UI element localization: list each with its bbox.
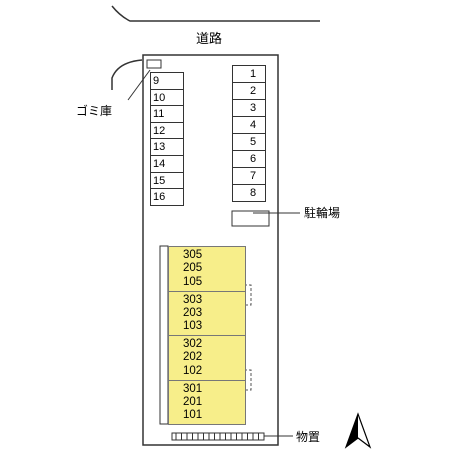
- parking-left-slot-number: 14: [153, 158, 166, 170]
- parking-left-slot-number: 16: [153, 191, 166, 204]
- parking-left-slot-number: 9: [153, 75, 160, 87]
- unit-number: 103: [183, 320, 203, 333]
- parking-left-slot-number: 11: [153, 108, 165, 121]
- parking-right-slot: 1: [232, 65, 266, 83]
- parking-right-slot-number: 7: [249, 170, 257, 182]
- parking-right-slot-number: 8: [249, 187, 257, 199]
- road-label: 道路: [196, 32, 223, 47]
- unit-number: 201: [183, 395, 203, 408]
- parking-right-slot: 2: [232, 82, 266, 100]
- parking-left-slot-number: 12: [153, 124, 166, 137]
- unit-number: 205: [183, 262, 203, 275]
- bicycle-parking-label: 駐輪場: [304, 206, 341, 220]
- unit-number: 102: [183, 364, 203, 377]
- storage-box: [171, 432, 265, 441]
- parking-right-slot: 4: [232, 116, 266, 134]
- parking-right-slot-number: 5: [249, 136, 257, 148]
- unit-number: 303: [183, 293, 203, 306]
- parking-right-slot: 5: [232, 133, 266, 151]
- road-edge-line: [111, 5, 320, 22]
- parking-right-slot-number: 6: [249, 153, 257, 165]
- parking-left-slot: 14: [150, 155, 184, 173]
- parking-right-slot-number: 3: [249, 102, 257, 114]
- garbage-label: ゴミ庫: [76, 104, 113, 118]
- storage-label: 物置: [296, 430, 321, 444]
- parking-left-slot: 15: [150, 171, 184, 190]
- unit-number: 301: [183, 382, 203, 395]
- parking-left-slot: 10: [150, 88, 184, 107]
- parking-left-slot-number: 15: [153, 174, 166, 187]
- building-wall: [159, 245, 169, 425]
- parking-right-slot-number: 2: [249, 85, 257, 97]
- unit-number: 302: [183, 338, 203, 350]
- lot-boundary: [142, 54, 279, 446]
- unit-number: 202: [183, 351, 203, 364]
- parking-right-slot: 8: [232, 184, 266, 202]
- parking-left-slot: 13: [150, 138, 184, 156]
- garbage-leader-line: [127, 69, 151, 101]
- parking-right-slot: 6: [232, 150, 266, 168]
- parking-right-slot: 3: [232, 99, 266, 117]
- unit-number: 101: [183, 409, 203, 422]
- parking-left-slot: 9: [150, 72, 184, 90]
- unit-number: 203: [183, 306, 203, 319]
- parking-left-slot: 11: [150, 105, 184, 123]
- unit-number: 105: [183, 275, 203, 288]
- parking-left-slot-number: 13: [153, 141, 166, 154]
- parking-left-slot: 12: [150, 121, 184, 140]
- parking-right-slot-number: 1: [249, 68, 257, 80]
- parking-left-slot: 16: [150, 188, 184, 206]
- garbage-box: [146, 59, 162, 69]
- parking-left-slot-number: 10: [153, 91, 166, 104]
- driveway-curve: [111, 59, 143, 90]
- north-arrow-icon: [344, 412, 372, 449]
- parking-right-slot-number: 4: [249, 119, 257, 131]
- parking-right-slot: 7: [232, 167, 266, 185]
- unit-number: 305: [183, 249, 203, 261]
- bicycle-parking-box: [231, 210, 270, 227]
